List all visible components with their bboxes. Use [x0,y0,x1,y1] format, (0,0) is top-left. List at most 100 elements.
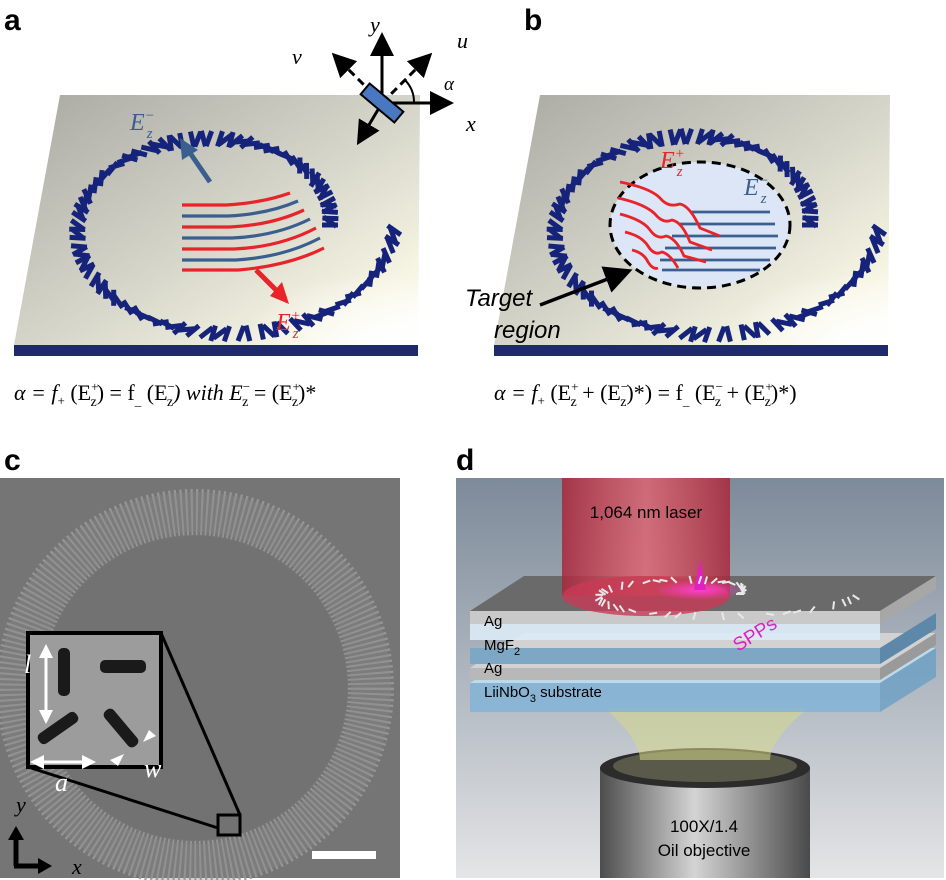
antenna [674,611,682,619]
antenna [656,130,665,148]
panel-label-c: c [4,444,21,477]
antenna [366,266,382,282]
wavefronts-a [182,191,325,272]
arrow-minus-a [185,148,213,184]
antenna [777,155,783,172]
antenna [864,252,873,269]
panel-label-d: d [456,444,474,477]
inset-rods [37,648,146,748]
light-cone [605,708,808,760]
panel-d: 1,064 nm laser Ag MgF2 Ag LiiNbO3 substr… [456,478,944,878]
field-label-plus-b: E+z [659,146,685,180]
antenna [293,318,311,327]
antenna [108,161,125,171]
antenna [70,243,88,250]
antenna [670,576,678,584]
axis-label-y-a: y [368,12,380,37]
inset-w-marker-right [143,730,156,742]
antenna [75,204,86,221]
antenna [828,290,846,300]
antenna [721,611,726,621]
arrow-plus-a [254,268,280,294]
antenna [233,138,250,145]
objective-label-line2: Oil objective [658,841,751,860]
antenna [841,598,847,607]
antenna [697,575,703,585]
antenna [301,312,316,328]
equation-b: α = f+ (E+z + (E−z)*) = f_ (E−z + (E+z)*… [494,379,797,410]
plate-a-edge [14,345,418,356]
antenna [800,307,818,317]
antenna [600,151,617,162]
antenna [618,604,626,613]
antenna [695,128,705,145]
antenna [702,326,713,343]
antenna [850,266,866,282]
antenna [620,581,624,590]
antenna [384,234,401,247]
antenna [243,324,253,342]
antenna [235,325,247,342]
antenna [797,188,814,201]
antenna [322,214,338,229]
antenna [595,593,604,596]
axis-label-y-c: y [14,792,26,817]
antenna [88,271,102,288]
antenna [625,315,642,328]
antenna [321,208,339,215]
antenna [599,300,613,317]
axis-label-alpha-a: α [444,74,455,95]
antenna [607,584,613,593]
antenna [130,148,148,158]
antenna [846,596,852,605]
target-label-line2: region [494,317,561,344]
panel-label-b: b [524,4,542,37]
antenna [387,227,399,244]
antenna [594,595,603,602]
antenna [203,130,214,147]
antenna [868,234,885,247]
axis-label-u-a: u [457,28,468,53]
scale-bar [312,851,376,859]
antenna [344,290,362,300]
antenna [706,129,716,146]
label-ag-top: Ag [484,613,502,630]
antenna [221,325,232,343]
antenna [672,128,683,146]
antenna [274,320,290,336]
antenna [762,147,776,165]
target-label-line1: Target [465,285,533,312]
antenna [688,325,698,343]
antenna [334,297,352,308]
antenna [683,128,694,145]
antenna [215,130,225,148]
antenna [713,136,730,143]
sem-ring [0,489,394,880]
field-label-minus-b: E−z [743,173,769,207]
wavefronts-b [617,180,778,272]
antenna [303,162,310,179]
antenna [756,321,772,336]
label-mgf2: MgF2 [484,637,520,658]
antenna [69,226,86,241]
antenna [832,601,836,610]
antenna [322,222,338,228]
antenna [710,577,718,585]
antenna [612,603,620,612]
panel-c: l a w y x [0,478,400,880]
antenna [692,327,708,341]
antenna [607,601,610,610]
zoom-line-bottom [27,765,219,830]
equation-a: α = f+ (E+z) = f_ (E−z) with E−z = (E+z)… [14,379,316,410]
antenna [547,218,564,232]
antenna [320,201,337,209]
antenna [297,157,303,174]
focus-peak [694,560,706,590]
antenna [784,161,790,178]
antenna [226,131,236,149]
antenna [652,579,661,583]
antenna [692,611,697,621]
antenna [556,262,573,274]
antenna [697,130,714,144]
